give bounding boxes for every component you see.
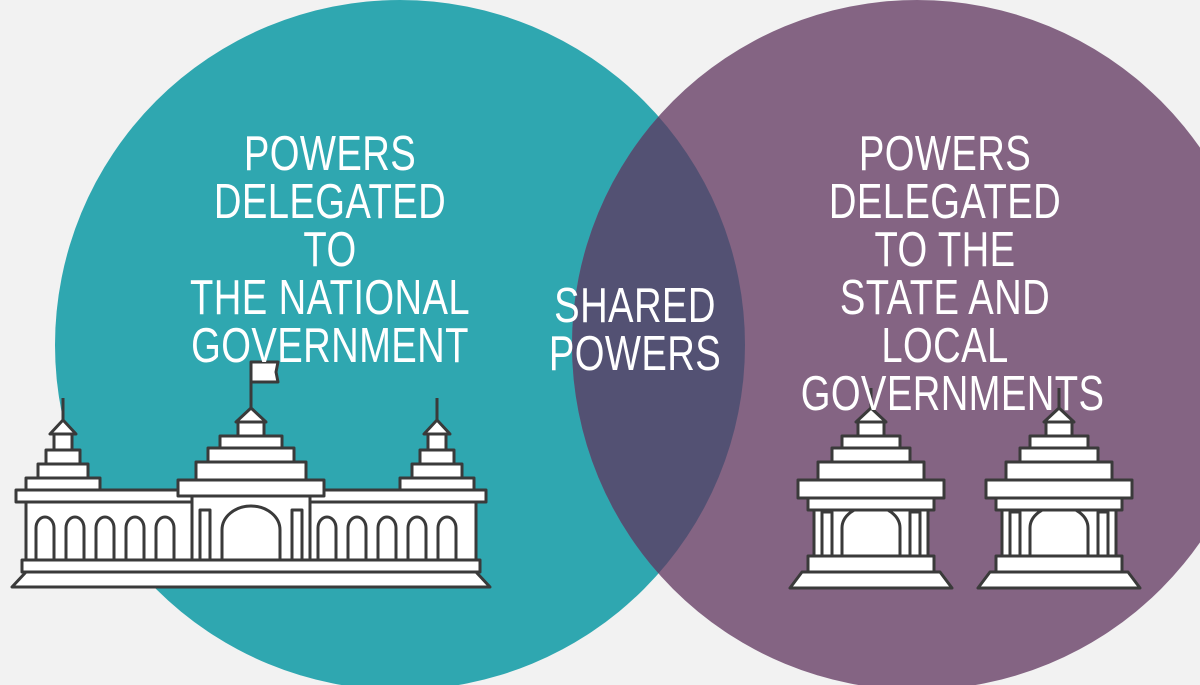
state-label-line: POWERS — [858, 127, 1032, 181]
state-building-icon — [788, 388, 954, 590]
capitol-building-icon — [10, 360, 492, 589]
state-label-line: GOVERNMENTS — [800, 367, 1105, 421]
national-label-line: GOVERNMENT — [191, 319, 469, 373]
shared-label-line: POWERS — [548, 327, 722, 381]
national-label-line: POWERS — [243, 127, 417, 181]
national-label-line: THE NATIONAL — [189, 271, 471, 325]
state-label-line: STATE AND LOCAL — [839, 271, 1051, 373]
state-local-powers-label: POWERS DELEGATED TO THE STATE AND LOCAL … — [800, 127, 1105, 421]
state-label-line: DELEGATED TO THE — [828, 175, 1062, 277]
national-powers-label: POWERS DELEGATED TO THE NATIONAL GOVERNM… — [189, 127, 471, 373]
shared-label-line: SHARED — [554, 279, 716, 333]
national-label-line: DELEGATED TO — [213, 175, 447, 277]
local-building-icon — [976, 388, 1142, 590]
shared-powers-label: SHARED POWERS — [545, 279, 724, 381]
